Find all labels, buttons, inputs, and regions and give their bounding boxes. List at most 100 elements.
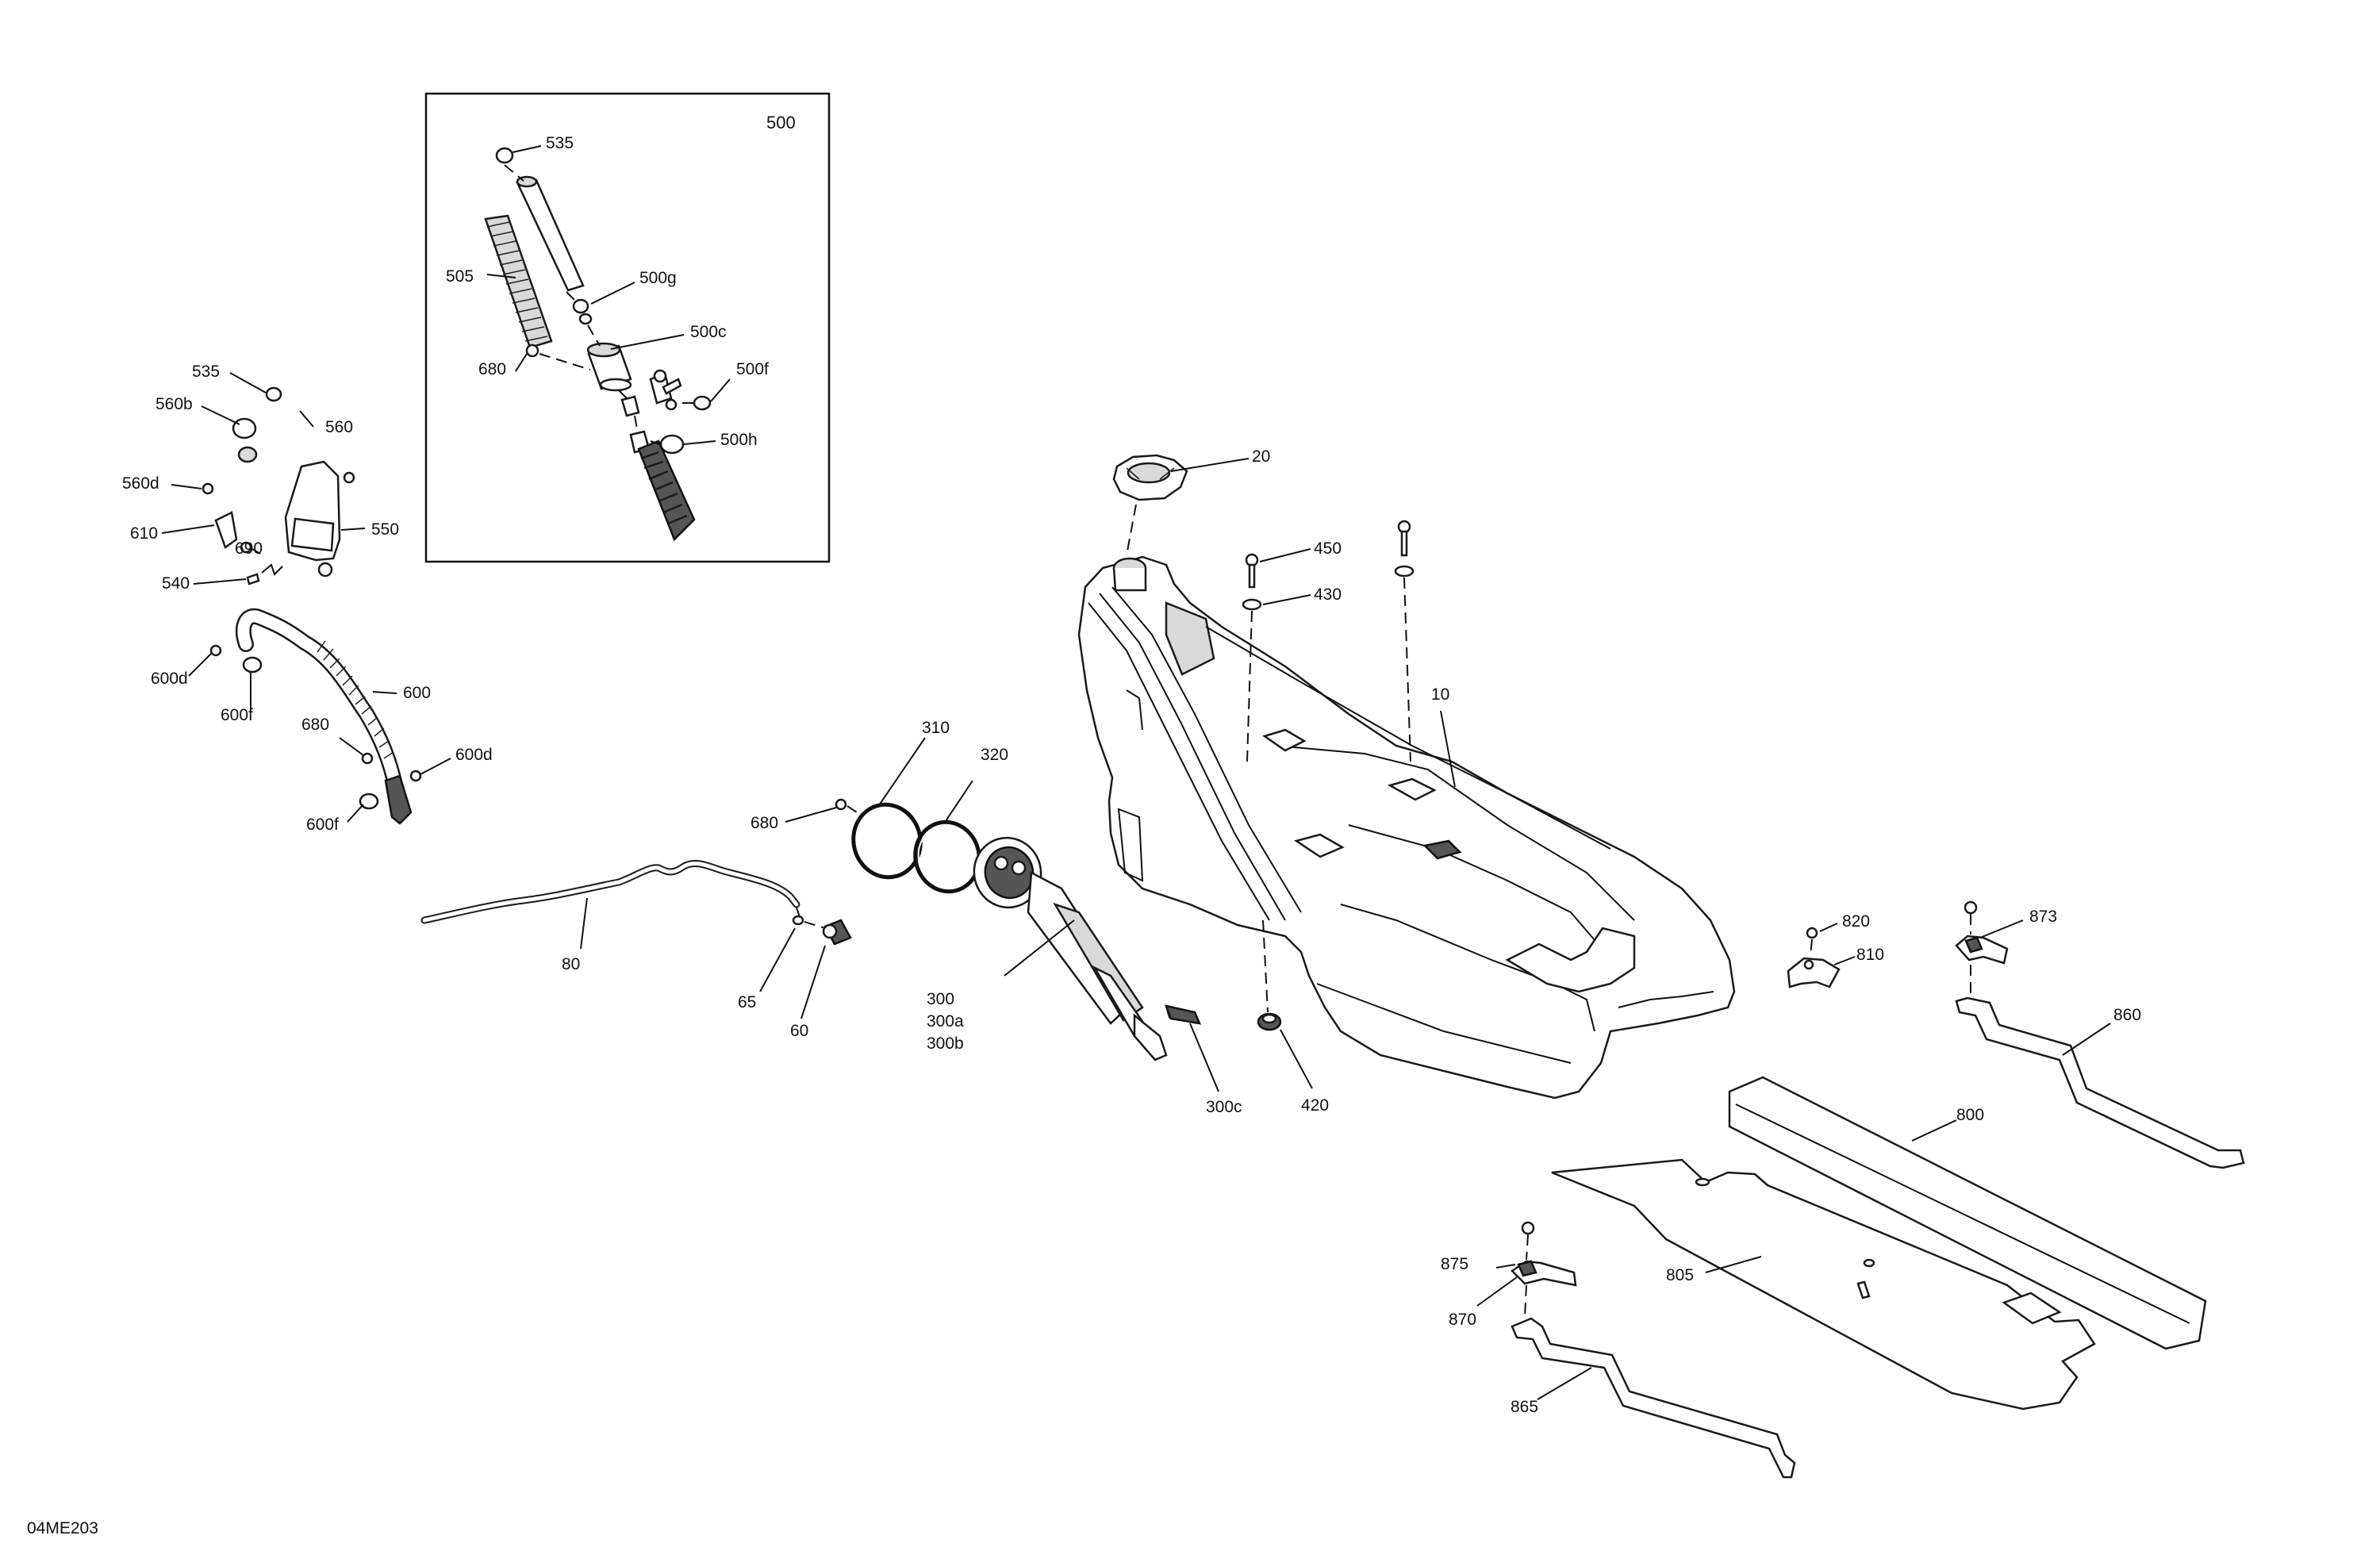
support-bar-860-icon xyxy=(1955,996,2245,1169)
callout-800: 800 xyxy=(1956,1106,1984,1124)
callout-535-inset: 535 xyxy=(546,134,574,152)
clip-610-icon xyxy=(214,511,252,554)
hose-corrugated-inset-icon xyxy=(637,439,696,542)
bolt-450-icon xyxy=(1245,553,1259,589)
fuel-tank-10-icon xyxy=(1077,555,1736,1100)
screw-820-icon xyxy=(1806,927,1818,939)
callout-600: 600 xyxy=(403,684,431,702)
heat-shield-800-icon xyxy=(1728,1076,2207,1350)
bottom-bracket-assembly: 875 870 865 xyxy=(1441,1221,1796,1479)
callout-610: 610 xyxy=(130,524,158,543)
fitting-535-icon xyxy=(265,386,282,402)
callout-680-pump: 680 xyxy=(750,814,778,832)
screw-873-icon xyxy=(1964,900,1978,915)
screw-540-icon xyxy=(246,573,260,585)
callout-865: 865 xyxy=(1511,1398,1538,1416)
washer-560d-icon xyxy=(202,482,214,495)
callout-600f-top: 600f xyxy=(221,706,253,724)
callout-680-inset: 680 xyxy=(478,360,506,378)
grommet-420-icon xyxy=(1257,1012,1282,1031)
spring-505-icon xyxy=(484,214,553,349)
callout-80: 80 xyxy=(562,955,580,973)
callout-873: 873 xyxy=(2029,908,2057,926)
callout-600d-top: 600d xyxy=(151,670,188,688)
hose-560-icon xyxy=(251,342,307,465)
clip-810-icon xyxy=(1787,957,1841,988)
support-bar-865-icon xyxy=(1511,1317,1796,1479)
callout-430: 430 xyxy=(1314,585,1342,604)
callout-500f: 500f xyxy=(736,360,769,378)
inset-label: 500 xyxy=(766,113,796,132)
fuel-line-assembly: 80 65 60 xyxy=(420,860,852,1040)
ring-310-icon xyxy=(851,802,923,880)
callout-300c: 300c xyxy=(1206,1098,1242,1116)
callout-535: 535 xyxy=(192,363,220,381)
filter-500c-icon xyxy=(586,342,632,392)
bracket-550-icon xyxy=(284,460,355,578)
callout-60: 60 xyxy=(790,1022,808,1040)
vent-hose-assembly: 535 560b 560 560d 550 610 690 540 600d 6… xyxy=(122,342,493,834)
callout-10: 10 xyxy=(1431,685,1449,704)
callout-550: 550 xyxy=(371,520,399,539)
washer-600d-bottom-icon xyxy=(409,770,422,782)
sensor-300c-icon xyxy=(1165,1004,1202,1025)
callout-540: 540 xyxy=(162,574,190,593)
right-bracket-assembly: 820 810 873 860 xyxy=(1787,900,2245,1169)
clamp-500h-icon xyxy=(659,434,685,455)
callout-300: 300 xyxy=(927,990,954,1008)
diagram-id: 04ME203 xyxy=(27,1519,98,1537)
callout-320: 320 xyxy=(981,746,1008,764)
screw-875-icon xyxy=(1521,1221,1535,1235)
fitting-500g-icon xyxy=(572,298,593,325)
callout-810: 810 xyxy=(1856,946,1884,964)
skid-plate-805-icon xyxy=(1551,1158,2096,1411)
callout-875: 875 xyxy=(1441,1255,1468,1273)
bolt-rear-icon xyxy=(1394,520,1415,578)
callout-300a: 300a xyxy=(927,1012,964,1031)
callout-870: 870 xyxy=(1449,1311,1476,1329)
fuel-pump-assembly: 310 320 680 300 300a 300b 300c xyxy=(750,719,1242,1116)
fuel-cap-20-icon xyxy=(1112,454,1188,501)
callout-600f-bottom: 600f xyxy=(306,816,339,834)
callout-690: 690 xyxy=(235,539,263,558)
clamp-560b-icon xyxy=(232,417,258,463)
ring-320-icon xyxy=(913,819,981,894)
screw-680-hose-icon xyxy=(361,752,374,765)
callout-450: 450 xyxy=(1314,539,1342,558)
inset-500: 500 xyxy=(424,92,831,563)
skid-plates: 800 805 xyxy=(1551,1076,2207,1411)
connector-65-icon xyxy=(792,915,804,926)
clamp-600f-top-icon xyxy=(242,656,263,674)
washer-600d-top-icon xyxy=(209,644,222,657)
callout-680-hose: 680 xyxy=(301,716,329,734)
fitting-535-icon xyxy=(495,147,514,164)
callout-560b: 560b xyxy=(155,395,193,413)
callout-500c: 500c xyxy=(690,323,727,341)
callout-300b: 300b xyxy=(927,1034,964,1053)
callout-500h: 500h xyxy=(720,431,758,449)
hose-600-icon xyxy=(235,608,413,825)
screw-680-pump-icon xyxy=(835,798,847,811)
clip-873-icon xyxy=(1955,935,2009,965)
inset-frame xyxy=(424,92,831,563)
screw-680-inset-icon xyxy=(525,344,539,358)
connector-60-icon xyxy=(822,919,852,946)
fuel-tank-assembly: 20 xyxy=(1077,447,1736,1115)
washer-430-icon xyxy=(1242,598,1262,611)
callout-65: 65 xyxy=(738,993,756,1011)
callout-600d-bottom: 600d xyxy=(455,746,493,764)
callout-420: 420 xyxy=(1301,1096,1329,1115)
callout-560d: 560d xyxy=(122,474,159,493)
clip-870-icon xyxy=(1511,1260,1577,1287)
valve-icon xyxy=(649,369,682,411)
callout-860: 860 xyxy=(2113,1006,2141,1024)
callout-500g: 500g xyxy=(639,269,677,287)
callout-310: 310 xyxy=(922,719,950,737)
callout-805: 805 xyxy=(1666,1266,1694,1284)
fuel-pump-300-icon xyxy=(973,836,1168,1061)
fuel-line-80-icon xyxy=(420,860,800,924)
callout-20: 20 xyxy=(1252,447,1270,466)
clamp-600f-bottom-icon xyxy=(359,793,379,810)
callout-820: 820 xyxy=(1842,912,1870,931)
